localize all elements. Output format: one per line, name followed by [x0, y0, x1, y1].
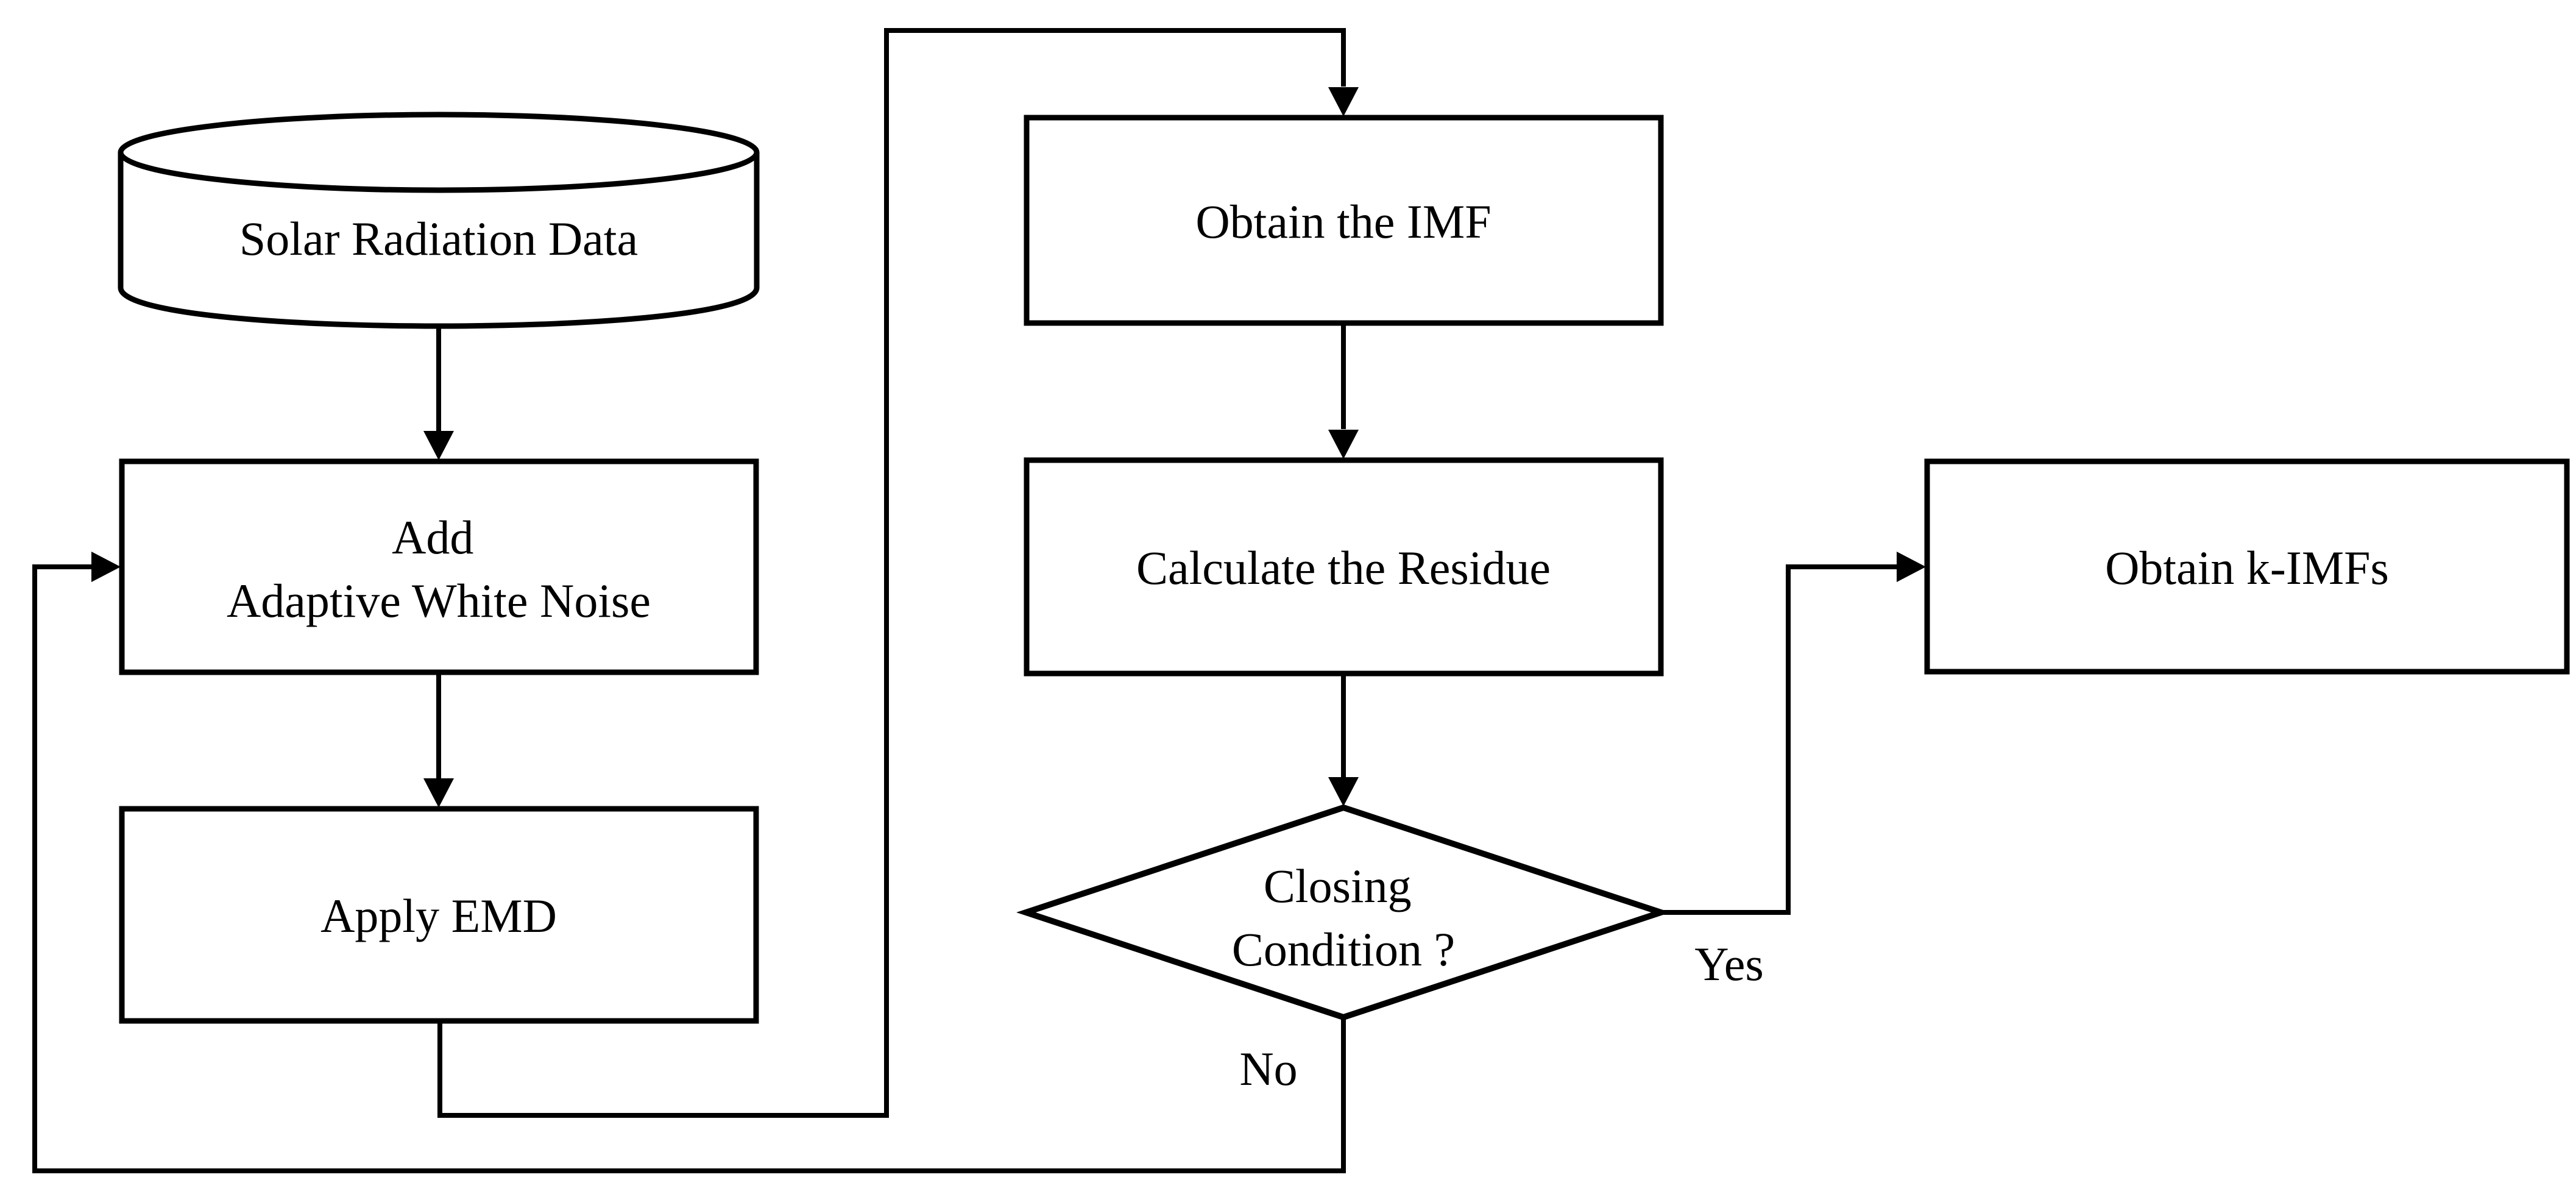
- nodes: Solar Radiation Data Add Adaptive White …: [118, 112, 2570, 1024]
- edge-closing-yes-to-obtain-k-imfs: [1661, 564, 1897, 915]
- node-solar-radiation-data: Solar Radiation Data: [118, 112, 760, 329]
- closing-line1: Closing: [1264, 859, 1412, 912]
- add-noise-line1: Add: [392, 511, 473, 564]
- node-closing-condition: Closing Condition ?: [1016, 804, 1671, 1021]
- node-apply-emd: Apply EMD: [119, 806, 759, 1024]
- node-add-adaptive-white-noise-label: Add Adaptive White Noise: [227, 511, 651, 627]
- node-obtain-the-imf-label: Obtain the IMF: [1195, 195, 1491, 248]
- edges: [32, 28, 1897, 1173]
- closing-line2: Condition ?: [1232, 923, 1455, 976]
- arrowheads: [91, 87, 1926, 808]
- node-apply-emd-label: Apply EMD: [320, 889, 557, 942]
- cylinder-body: [118, 152, 760, 329]
- edge-apply-emd-to-obtain-imf: [437, 28, 1346, 1118]
- arrowhead-into-closing-condition-top: [1328, 777, 1359, 806]
- arrowhead-into-calculate-residue-top: [1328, 430, 1359, 459]
- arrowhead-into-obtain-imf-top: [1328, 87, 1359, 116]
- decision-diamond: [1016, 804, 1671, 1021]
- node-obtain-k-imfs: Obtain k-IMFs: [1924, 458, 2570, 675]
- arrowhead-into-add-noise-top: [423, 431, 454, 460]
- edge-label-no: No: [1239, 1042, 1297, 1095]
- node-add-adaptive-white-noise: Add Adaptive White Noise: [119, 458, 759, 675]
- add-noise-line2: Adaptive White Noise: [227, 574, 651, 627]
- arrowhead-into-obtain-k-imfs-left: [1897, 552, 1926, 582]
- edge-closing-no-to-add-noise: [32, 564, 1346, 1173]
- node-obtain-the-imf: Obtain the IMF: [1024, 115, 1664, 326]
- node-calculate-the-residue-label: Calculate the Residue: [1136, 541, 1551, 594]
- node-calculate-the-residue: Calculate the Residue: [1024, 457, 1664, 677]
- arrowhead-into-add-noise-left: [91, 552, 121, 582]
- node-obtain-k-imfs-label: Obtain k-IMFs: [2105, 541, 2389, 594]
- cylinder-top-ellipse: [118, 112, 760, 193]
- arrowhead-into-apply-emd-top: [423, 778, 454, 808]
- node-solar-radiation-data-label: Solar Radiation Data: [239, 212, 638, 265]
- edge-labels: Yes No: [1239, 937, 1763, 1095]
- node-closing-condition-label: Closing Condition ?: [1232, 859, 1455, 976]
- edge-label-yes: Yes: [1694, 937, 1764, 990]
